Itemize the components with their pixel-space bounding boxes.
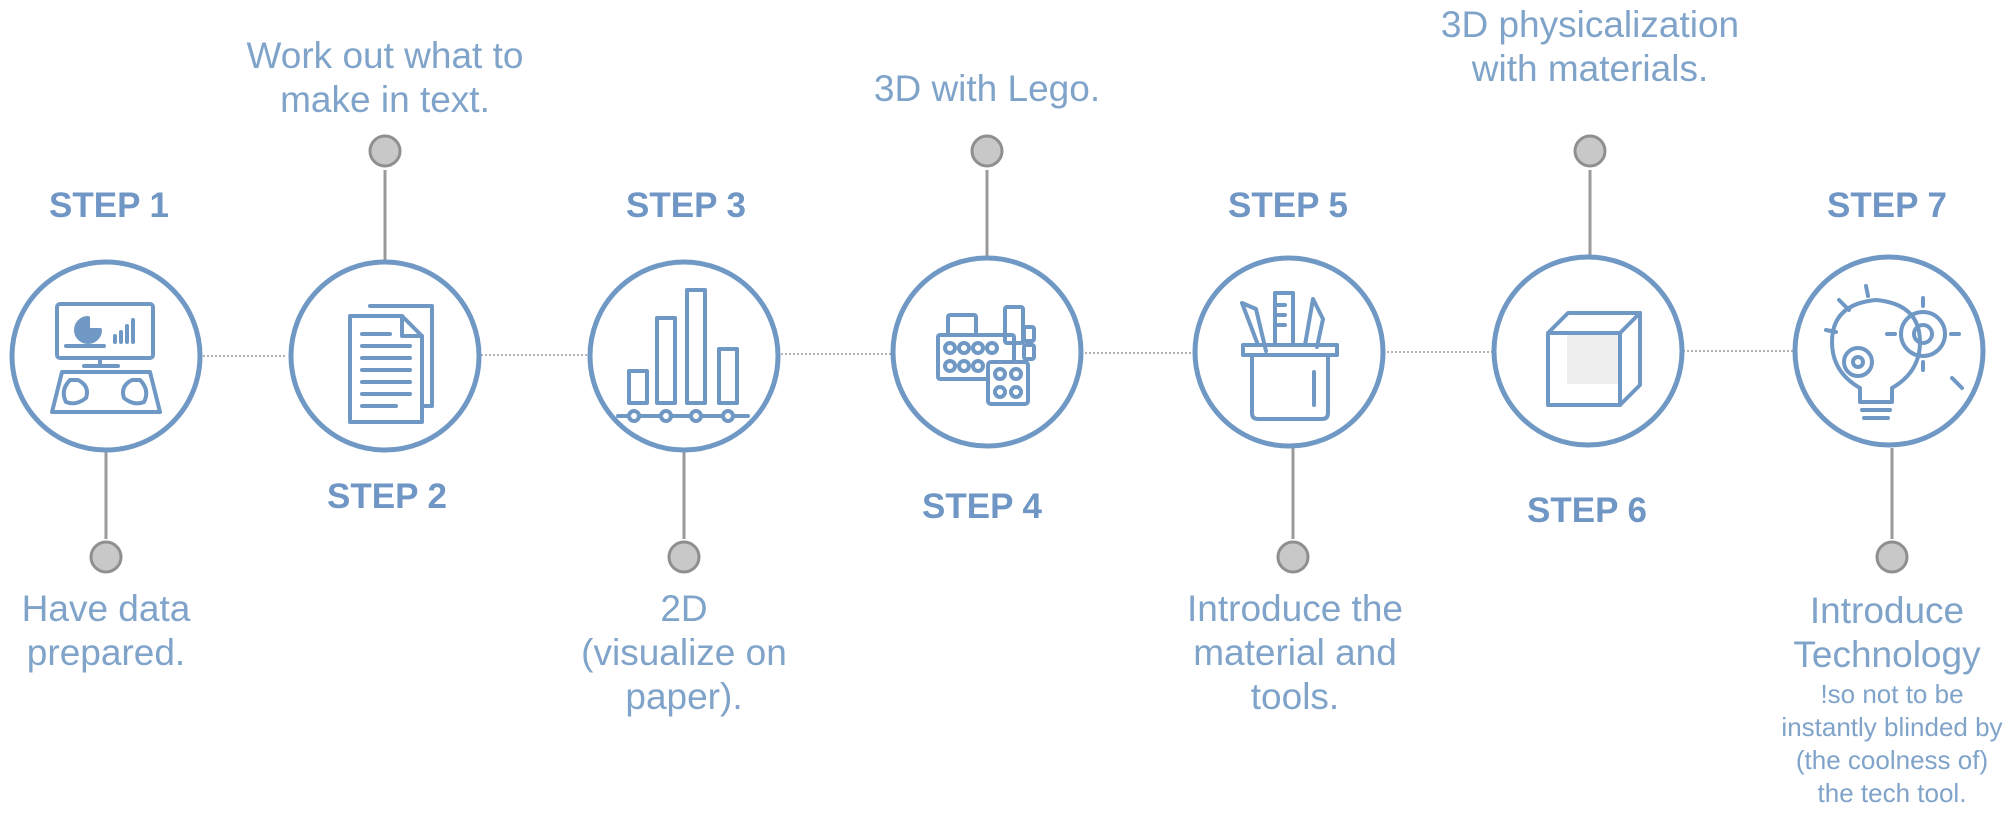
stem-dot-7 [1875,540,1909,574]
step-3-description: 2D (visualize on paper). [581,588,787,717]
lego-bricks-icon [936,305,1036,406]
stem-dot-3 [667,540,701,574]
stem-dot-1 [89,540,123,574]
step-6-title: STEP 6 [1527,491,1647,530]
step-stems [104,170,1894,539]
stem-dots [89,134,1909,574]
stem-dot-6 [1573,134,1607,168]
step-1-description: Have data prepared. [21,588,191,673]
step-5-title: STEP 5 [1228,186,1348,225]
step-6-description: 3D physicalization with materials. [1440,4,1740,89]
document-icon [348,304,434,424]
step-1-title: STEP 1 [49,186,169,225]
cube-icon [1546,311,1642,407]
step-2-title: STEP 2 [327,477,447,516]
step-7-title: STEP 7 [1827,186,1947,225]
computer-dashboard-icon [50,302,162,414]
step-7-description: Introduce Technology [1793,590,1981,675]
pencil-cup-icon [1240,291,1339,421]
step-7-note: !so not to be instantly blinded by (the … [1781,679,2003,808]
bar-chart-icon [616,288,750,423]
stem-dot-4 [970,134,1004,168]
step-circles [9,254,1986,453]
timeline-connectors [203,350,1793,357]
step-4-description: 3D with Lego. [873,68,1101,109]
step-4-title: STEP 4 [922,487,1042,526]
step-3-title: STEP 3 [626,186,746,225]
stem-dot-2 [368,134,402,168]
step-2-description: Work out what to make in text. [246,35,524,120]
step-5-description: Introduce the material and tools. [1187,588,1403,717]
stem-dot-5 [1276,540,1310,574]
step-3-circle [587,259,781,453]
lightbulb-gears-icon [1824,284,1964,420]
